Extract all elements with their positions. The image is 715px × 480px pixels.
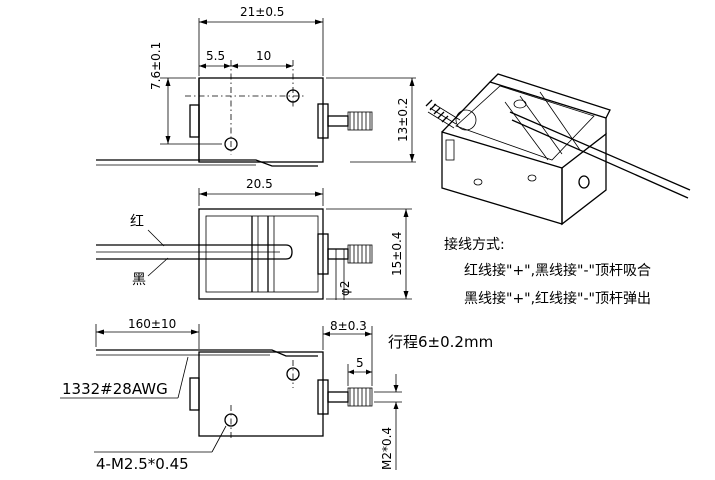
mid-wire-loop bbox=[96, 244, 293, 260]
middle-view: 红 黑 20.5 15±0.4 φ2 bbox=[96, 177, 412, 300]
dim-13: 13±0.2 bbox=[396, 98, 410, 142]
dim-lead-length: 160±10 bbox=[128, 317, 176, 331]
isometric-view bbox=[425, 73, 691, 226]
wiring-notes: 接线方式: 红线接"+",黑线接"-"顶杆吸合 黑线接"+",红线接"-"顶杆弹… bbox=[444, 236, 651, 307]
dim-shaft-8: 8±0.3 bbox=[330, 319, 367, 333]
dim-10: 10 bbox=[256, 49, 271, 63]
bottom-wire bbox=[96, 349, 318, 357]
top-body-outline bbox=[198, 77, 324, 163]
mid-frame bbox=[198, 208, 324, 300]
dim-shaft-dia: φ2 bbox=[338, 280, 352, 296]
label-red-wire: 红 bbox=[130, 214, 144, 230]
dim-mid-width: 20.5 bbox=[246, 177, 273, 191]
bottom-body-outline bbox=[198, 351, 324, 437]
label-mount-holes: 4-M2.5*0.45 bbox=[96, 455, 189, 473]
dim-top-width: 21±0.5 bbox=[240, 5, 284, 19]
top-shaft bbox=[327, 115, 349, 127]
dim-7-6: 7.6±0.1 bbox=[149, 42, 163, 90]
iso-wire-1 bbox=[509, 111, 691, 191]
mid-shaft bbox=[327, 248, 349, 260]
dim-thread: M2*0.4 bbox=[380, 427, 394, 470]
label-black-wire: 黑 bbox=[132, 272, 146, 288]
bottom-hole-upper bbox=[286, 367, 300, 381]
label-wire-spec: 1332#28AWG bbox=[62, 380, 168, 398]
top-wire bbox=[96, 159, 318, 167]
dim-15: 15±0.4 bbox=[390, 232, 404, 276]
top-left-tab bbox=[189, 104, 200, 138]
dim-5-5: 5.5 bbox=[206, 49, 225, 63]
iso-wire-2 bbox=[511, 119, 689, 199]
top-view: 21±0.5 5.5 10 7.6±0.1 13±0.2 bbox=[96, 5, 416, 167]
bottom-view: 160±10 8±0.3 5 M2*0.4 行程6±0.2mm 1332#28A… bbox=[60, 317, 493, 473]
wiring-line-1: 红线接"+",黑线接"-"顶杆吸合 bbox=[464, 262, 651, 279]
wiring-line-2: 黑线接"+",红线接"-"顶杆弹出 bbox=[464, 290, 651, 307]
wiring-title: 接线方式: bbox=[444, 236, 505, 253]
dim-shaft-5: 5 bbox=[356, 356, 364, 370]
label-stroke: 行程6±0.2mm bbox=[388, 333, 493, 351]
